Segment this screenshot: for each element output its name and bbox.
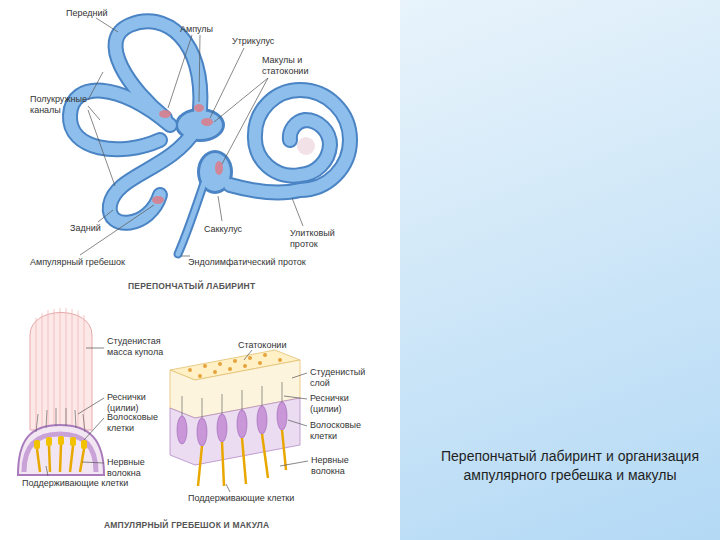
part-label: Ампулы <box>180 24 230 35</box>
slide-caption: Перепончатый лабиринт и организация ампу… <box>440 447 700 485</box>
part-label: Утрикулус <box>232 36 292 47</box>
part-label: Реснички (цилии) <box>310 393 372 414</box>
figure-title: АМПУЛЯРНЫЙ ГРЕБЕШОК И МАКУЛА <box>104 520 354 531</box>
part-label: Саккулус <box>204 224 264 235</box>
part-label: Статоконии <box>238 340 308 351</box>
part-label: Улитковый проток <box>290 228 352 249</box>
part-label: Эндолимфатический проток <box>188 257 338 268</box>
part-label: Студенистый слой <box>310 367 372 388</box>
part-label: Ампулярный гребешок <box>30 257 150 268</box>
part-label: Нервные волокна <box>107 457 165 478</box>
canal-label: Передний <box>66 8 126 19</box>
canal-label: Задний <box>70 223 120 234</box>
part-label: Полукружные каналы <box>30 94 96 115</box>
part-label: Поддерживающие клетки <box>22 478 152 489</box>
figure-title: ПЕРЕПОНЧАТЫЙ ЛАБИРИНТ <box>128 281 348 292</box>
part-label: Поддерживающие клетки <box>188 493 318 504</box>
part-label: Студенистая масса купола <box>107 336 173 357</box>
part-label: Реснички (цилии) <box>107 392 165 413</box>
part-label: Волосковые клетки <box>310 420 372 441</box>
part-label: Волосковые клетки <box>107 412 165 433</box>
part-label: Нервные волокна <box>311 455 373 476</box>
part-label: Макулы и статоконии <box>262 55 328 76</box>
